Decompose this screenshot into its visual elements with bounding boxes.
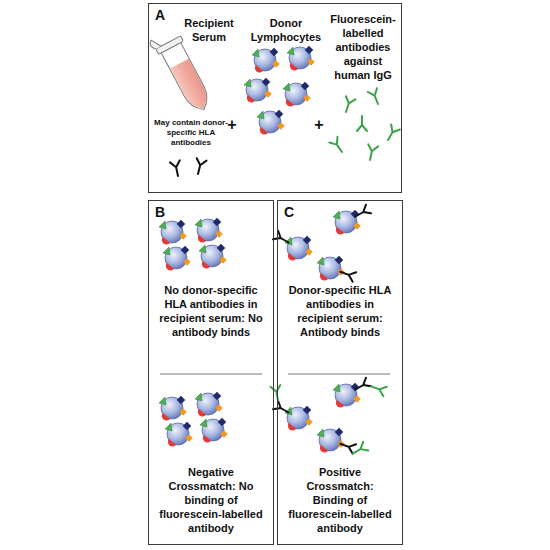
panel-box: ARecipient SerumMay contain donor-specif… bbox=[148, 3, 402, 193]
hla-antibody bbox=[339, 439, 357, 454]
panel-box: B No donor-specific HLA antibodies in rec… bbox=[148, 200, 274, 545]
lymphocyte bbox=[285, 236, 313, 261]
tube-lid bbox=[148, 37, 161, 50]
plus-sign: + bbox=[312, 116, 326, 134]
hla-antibody bbox=[353, 378, 371, 394]
fluorescein-antibody bbox=[368, 88, 383, 106]
lymphocyte bbox=[333, 210, 361, 235]
panel-letter: C bbox=[284, 204, 304, 220]
hla-antibody bbox=[193, 158, 206, 175]
description-text: Donor-specific HLA antibodies in recipie… bbox=[285, 283, 395, 339]
lymphocyte bbox=[244, 78, 272, 103]
description-text: No donor-specific HLA antibodies in reci… bbox=[156, 283, 266, 339]
lymphocyte bbox=[159, 220, 187, 245]
plus-sign: + bbox=[225, 116, 239, 134]
lymphocyte bbox=[252, 48, 280, 73]
fluorescein-antibody bbox=[329, 137, 346, 155]
result-text: Positive Crossmatch: Binding of fluoresc… bbox=[285, 465, 395, 535]
lymphocyte bbox=[159, 396, 187, 421]
tube-liquid bbox=[170, 59, 212, 114]
hla-antibody bbox=[353, 205, 371, 221]
lymphocyte bbox=[200, 418, 228, 443]
lymphocyte bbox=[163, 246, 191, 271]
fluorescein-antibody bbox=[384, 125, 400, 143]
hla-antibody bbox=[170, 160, 183, 177]
result-text: Negative Crossmatch: No binding of fluor… bbox=[156, 465, 266, 535]
fluorescein-antibody bbox=[369, 382, 387, 397]
reagent-label: Donor Lymphocytes bbox=[246, 16, 326, 44]
bound-antibody-pair bbox=[353, 371, 390, 407]
divider-line bbox=[160, 374, 262, 375]
panel-letter: B bbox=[155, 204, 175, 220]
reagent-label: Recipient Serum bbox=[171, 16, 247, 44]
fluorescein-antibody bbox=[350, 442, 368, 458]
reagent-label: Fluorescein-labelled antibodies against … bbox=[325, 12, 401, 82]
note-label: May contain donor-specific HLA antibodie… bbox=[153, 118, 229, 148]
lymphocyte bbox=[257, 110, 285, 135]
hla-antibody bbox=[339, 267, 357, 282]
fluorescein-antibody bbox=[341, 96, 355, 113]
tube-body bbox=[161, 43, 213, 115]
lymphocyte bbox=[283, 82, 311, 107]
bound-antibody-pair bbox=[261, 381, 298, 417]
hla-antibody bbox=[273, 231, 291, 247]
lymphocyte bbox=[317, 256, 345, 281]
lymphocyte bbox=[333, 383, 361, 408]
fluorescein-antibody bbox=[365, 144, 378, 161]
lymphocyte bbox=[199, 244, 227, 269]
lymphocyte bbox=[287, 46, 315, 71]
lymphocyte bbox=[195, 218, 223, 243]
lymphocyte bbox=[195, 392, 223, 417]
panel-box: C Donor-specific HLA antibodies in recipi… bbox=[277, 200, 403, 545]
lymphocyte bbox=[165, 422, 193, 447]
lymphocyte bbox=[317, 428, 345, 453]
lymphocyte bbox=[285, 406, 313, 431]
bound-antibody-pair bbox=[337, 435, 370, 462]
panel-letter: A bbox=[155, 7, 175, 23]
fluorescein-antibody bbox=[357, 116, 367, 131]
hla-antibody bbox=[273, 401, 291, 417]
divider-line bbox=[288, 374, 390, 375]
